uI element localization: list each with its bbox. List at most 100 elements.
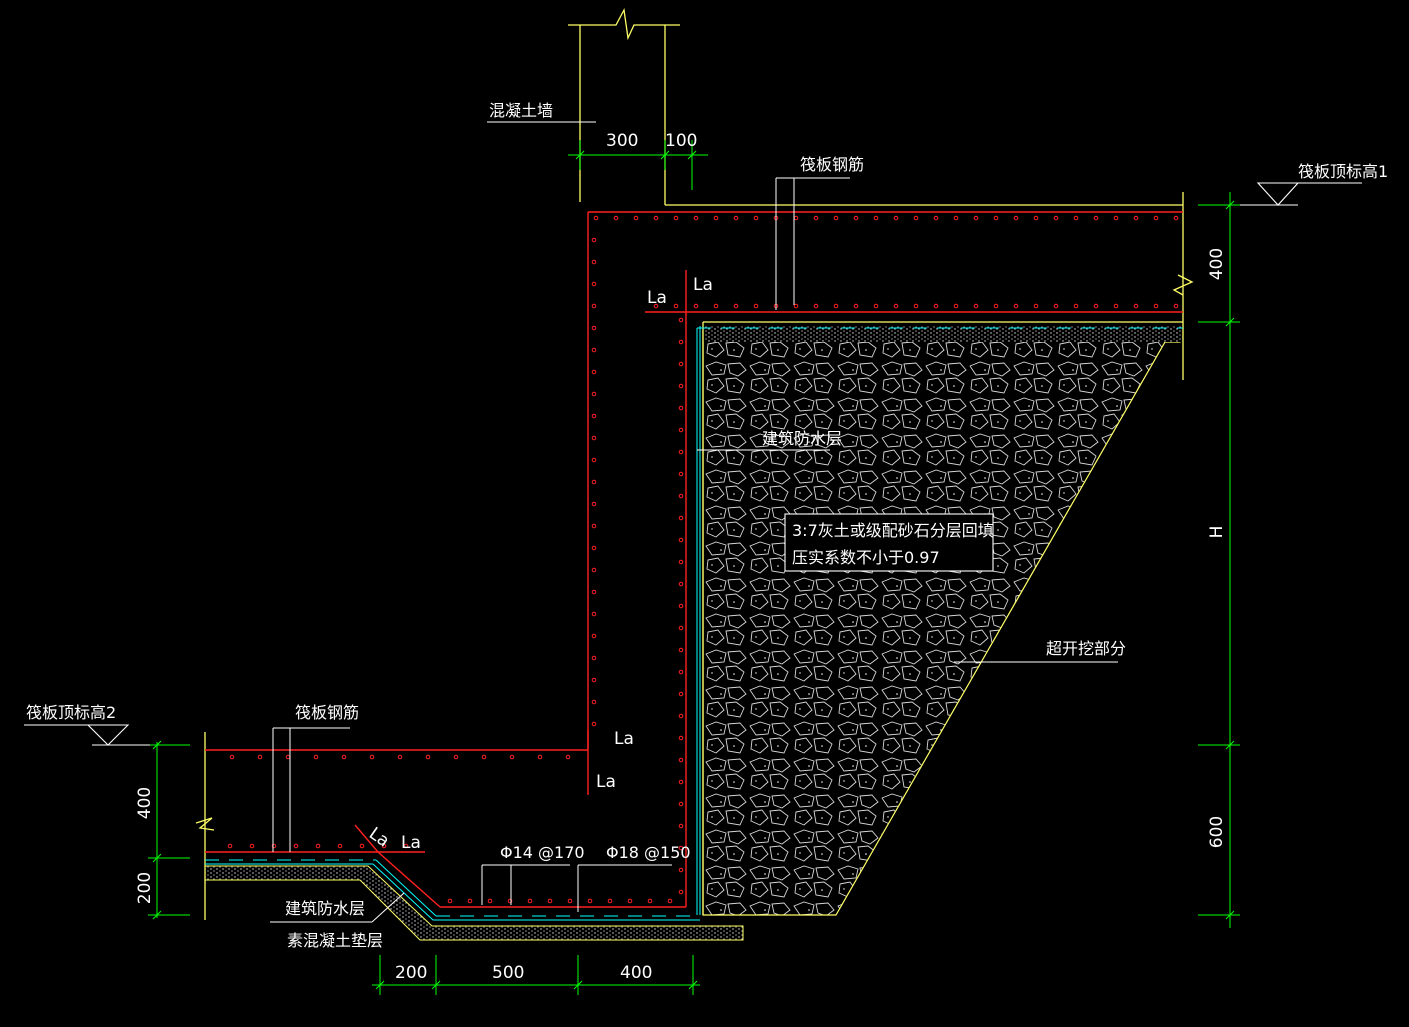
rebar-dot	[813, 303, 819, 309]
raft-rebar-bottom-label: 筏板钢筋	[295, 703, 359, 722]
rebar-dot	[1173, 215, 1179, 221]
rebar-dot	[953, 303, 959, 309]
rebar-dot	[933, 215, 939, 221]
rebar-dot	[973, 215, 979, 221]
rebar-dot	[1033, 303, 1039, 309]
rebar-dot	[257, 754, 263, 760]
rebar-dot	[678, 779, 684, 785]
rebar-dot	[893, 215, 899, 221]
dimension-lines	[148, 140, 1240, 995]
rebar-dot	[678, 625, 684, 631]
rebar-dot	[953, 215, 959, 221]
la-label-2: La	[693, 275, 713, 295]
rebar-dot	[507, 898, 513, 904]
rebar-dot	[591, 391, 597, 397]
backfill-note-line2: 压实系数不小于0.97	[792, 548, 940, 567]
dim-bottom-400: 400	[620, 963, 652, 983]
rebar-dot	[678, 449, 684, 455]
leader-lines	[270, 121, 1118, 923]
cushion-lower	[204, 865, 744, 941]
rebar-dot	[591, 457, 597, 463]
rebar-dot	[913, 303, 919, 309]
rebar-dot	[678, 845, 684, 851]
la-label-1: La	[647, 288, 667, 308]
rebar-dot	[678, 801, 684, 807]
rebar-dot	[613, 215, 619, 221]
rebar-dot	[678, 735, 684, 741]
rebar-dot	[591, 435, 597, 441]
rebar-dot	[509, 754, 515, 760]
rebar-dot	[567, 898, 573, 904]
rebar-dot	[678, 581, 684, 587]
rebar-dot	[893, 303, 899, 309]
rebar-dot	[678, 471, 684, 477]
la-label-4: La	[596, 772, 616, 792]
rebar-dot	[833, 215, 839, 221]
rebar-dot	[397, 754, 403, 760]
rebar-spec-2: Φ18 @150	[606, 843, 691, 862]
rebar-dot	[678, 669, 684, 675]
rebar-dot	[713, 303, 719, 309]
rebar-dot	[547, 898, 553, 904]
rebar-dot	[481, 754, 487, 760]
rebar-dot	[1153, 303, 1159, 309]
rebar-dot	[693, 215, 699, 221]
rebar-dot	[591, 347, 597, 353]
rebar-dot	[591, 523, 597, 529]
rebar-dot	[653, 303, 659, 309]
rebar-dot	[1053, 215, 1059, 221]
rebar-dot	[591, 237, 597, 243]
dim-bottom-200: 200	[395, 963, 427, 983]
dim-slab1-thickness: 400	[1207, 248, 1227, 280]
rebar-dot	[591, 655, 597, 661]
rebar-dot	[678, 889, 684, 895]
rebar-dot	[467, 898, 473, 904]
dim-bottom-600: 600	[1207, 816, 1227, 848]
rebar-dot	[627, 898, 633, 904]
wall-label: 混凝土墙	[489, 101, 553, 120]
rebar-dot	[591, 545, 597, 551]
rebar-dot	[873, 303, 879, 309]
rebar-dot	[315, 843, 321, 849]
rebar-dot	[1033, 215, 1039, 221]
rebar-dot	[853, 303, 859, 309]
waterproof-bottom-label: 建筑防水层	[285, 899, 365, 918]
rebar-dot	[693, 303, 699, 309]
rebar-dot	[527, 898, 533, 904]
rebar-dot	[647, 898, 653, 904]
rebar-dot	[973, 303, 979, 309]
elevation-marker-2	[24, 724, 150, 746]
rebar-dot	[593, 215, 599, 221]
rebar-dot	[678, 493, 684, 499]
rebar-dot	[753, 215, 759, 221]
rebar-dot	[591, 303, 597, 309]
rebar-dot	[678, 427, 684, 433]
rebar-dot	[403, 843, 409, 849]
raft-rebar-top-label: 筏板钢筋	[800, 155, 864, 174]
rebar-dot	[678, 823, 684, 829]
rebar-dot	[678, 339, 684, 345]
dim-wall-offset: 100	[665, 131, 697, 151]
elevation-1-label: 筏板顶标高1	[1298, 162, 1388, 181]
rebar-dot	[425, 754, 431, 760]
rebar-dot	[591, 259, 597, 265]
rebar-dot	[913, 215, 919, 221]
rebar-spec-1: Φ14 @170	[500, 843, 585, 862]
rebar-dot	[591, 721, 597, 727]
rebar-dot	[733, 303, 739, 309]
rebar-dot	[633, 215, 639, 221]
rebar-dot	[313, 754, 319, 760]
rebar-dot	[591, 281, 597, 287]
rebar-dot	[591, 567, 597, 573]
rebar-lines	[205, 211, 1183, 908]
rebar-dot	[713, 215, 719, 221]
backfill-area	[702, 329, 1181, 916]
rebar-dot	[678, 317, 684, 323]
rebar-dot	[853, 215, 859, 221]
rebar-dot	[678, 691, 684, 697]
rebar-dot	[678, 647, 684, 653]
rebar-dot	[341, 754, 347, 760]
rebar-dot	[678, 603, 684, 609]
rebar-dot	[873, 215, 879, 221]
rebar-dot	[453, 754, 459, 760]
